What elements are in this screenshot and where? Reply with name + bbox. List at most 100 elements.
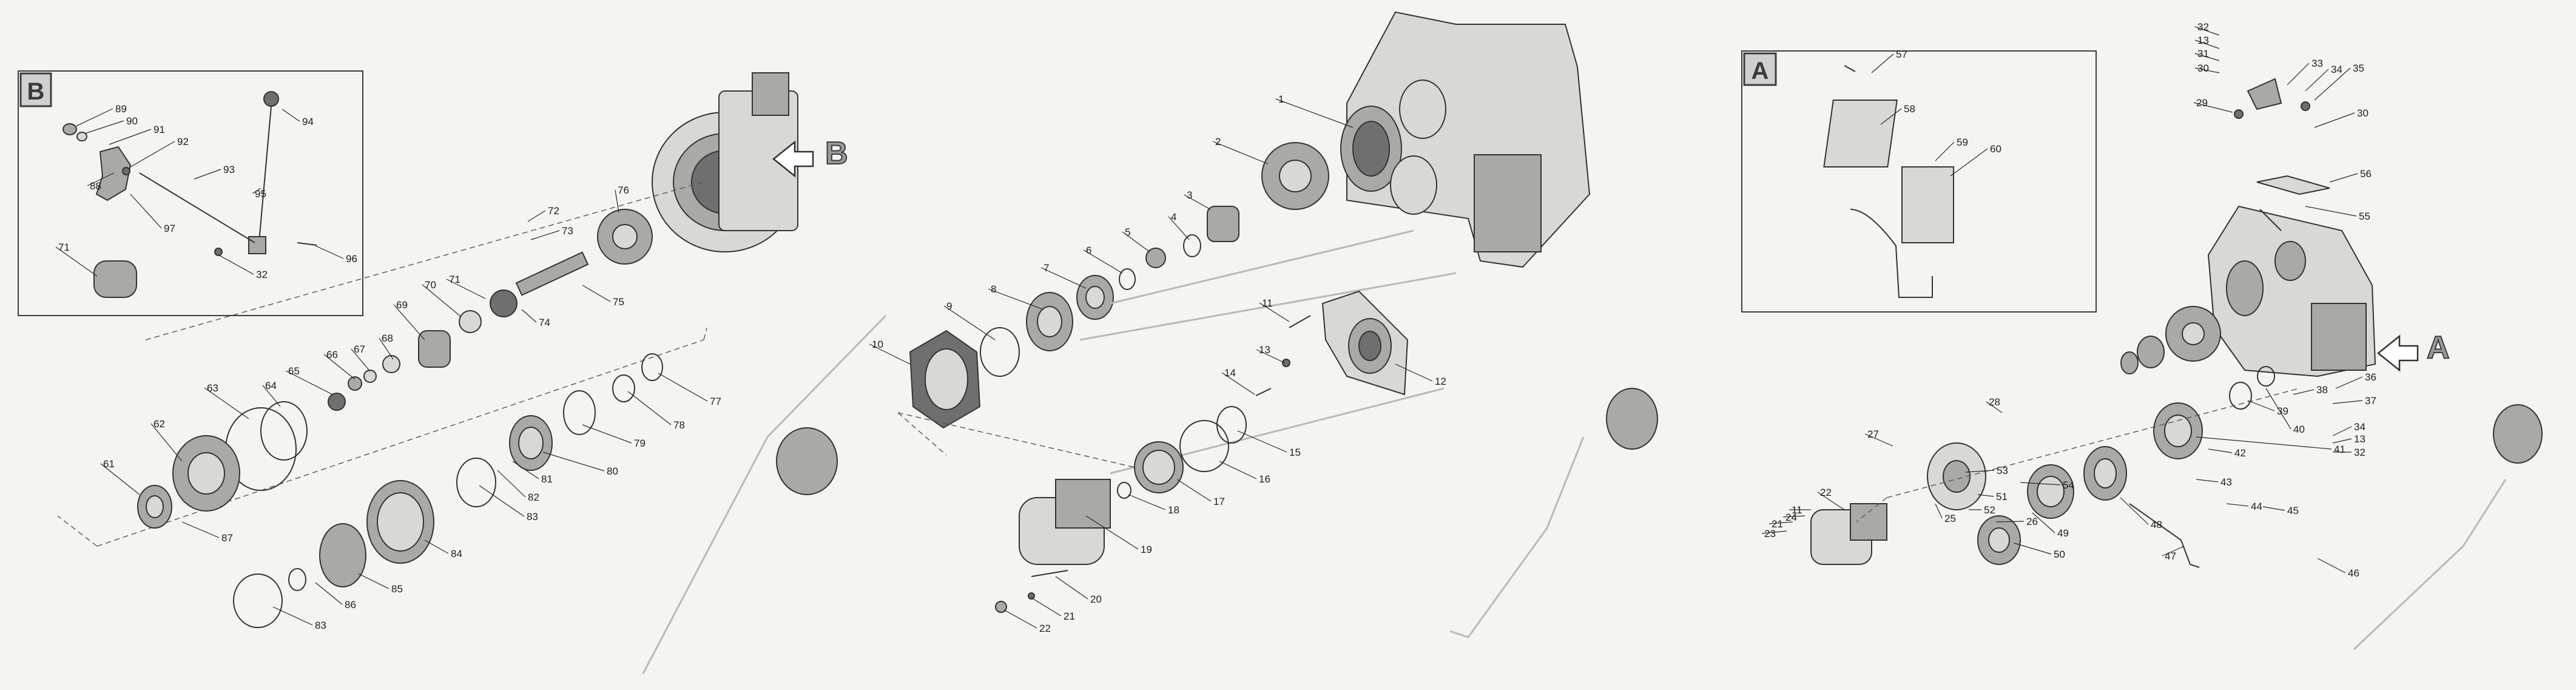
callout-32: 32 [2197, 21, 2209, 33]
ring-86 [288, 568, 306, 591]
callout-leader [1761, 530, 1787, 534]
callout-leader [497, 470, 526, 498]
callout-12: 12 [1435, 376, 1446, 387]
arrow-a-label: A [2427, 330, 2450, 365]
callout-17: 17 [1213, 496, 1225, 507]
callout-79: 79 [634, 438, 646, 449]
callout-50: 50 [2054, 549, 2065, 560]
ring-18 [1117, 482, 1131, 499]
cover-12 [1321, 290, 1409, 396]
callout-16: 16 [1259, 473, 1270, 485]
callout-21: 21 [1772, 518, 1783, 530]
shaft-93 [139, 172, 255, 243]
callout-65: 65 [288, 365, 300, 377]
callout-63: 63 [207, 382, 218, 394]
callout-leader [150, 423, 183, 462]
callout-leader [1237, 430, 1287, 453]
ring-39 [2229, 382, 2252, 410]
inset-b-frame [18, 70, 363, 316]
callout-18: 18 [1168, 504, 1179, 516]
callout-leader [2314, 112, 2355, 128]
right-axis [1856, 388, 2300, 523]
gear-65 [328, 393, 346, 411]
callout-41: 41 [2334, 444, 2345, 455]
washer-66 [348, 376, 362, 391]
callout-leader [315, 582, 343, 605]
callout-leader [218, 254, 254, 275]
callout-25: 25 [1944, 513, 1956, 524]
callout-leader [2293, 389, 2315, 395]
callout-leader [1212, 141, 1269, 164]
callout-leader [84, 120, 124, 134]
callout-94: 94 [302, 116, 314, 127]
callout-leader [2332, 400, 2363, 404]
callout-leader [2317, 558, 2346, 573]
callout-66: 66 [326, 349, 338, 360]
callout-leader [1275, 98, 1354, 128]
callout-leader [943, 305, 996, 340]
callout-69: 69 [396, 299, 408, 311]
callout-85: 85 [391, 583, 403, 595]
callout-leader [2162, 546, 2185, 556]
callout-84: 84 [451, 548, 462, 560]
callout-leader [521, 309, 537, 323]
callout-10: 10 [872, 339, 883, 350]
callout-leader [252, 188, 261, 194]
callout-11: 11 [1792, 504, 1802, 516]
ring-6 [1119, 268, 1136, 290]
callout-leader [1817, 492, 1845, 510]
callout-20: 20 [1090, 594, 1102, 605]
callout-leader [87, 172, 115, 186]
lever-end-95 [248, 236, 266, 254]
callout-91: 91 [153, 124, 165, 135]
callout-leader [2193, 102, 2233, 113]
sleeve-71b [490, 289, 518, 317]
middle-panel [897, 11, 1591, 613]
callout-5: 5 [1125, 226, 1130, 238]
washer-90 [76, 132, 87, 141]
callout-leader [1256, 349, 1286, 364]
callout-71: 71 [58, 242, 70, 253]
motor-19 [1019, 479, 1111, 565]
callout-70: 70 [425, 279, 436, 291]
callout-30: 30 [2197, 63, 2209, 74]
callout-leader [2335, 376, 2363, 389]
callout-leader [2262, 506, 2285, 511]
callout-leader [272, 606, 313, 626]
callout-19: 19 [1141, 544, 1152, 555]
bolt-32 [214, 248, 223, 256]
callout-93: 93 [223, 164, 235, 175]
callout-23: 23 [1764, 528, 1776, 539]
gear-85 [319, 523, 366, 587]
shaft-75 [515, 251, 589, 296]
tube-60 [1850, 209, 1933, 298]
callout-leader [2305, 206, 2357, 217]
ring-89 [62, 123, 77, 135]
callout-64: 64 [265, 380, 277, 391]
oring-16 [1179, 420, 1229, 472]
callout-leader [1935, 503, 1943, 519]
callout-leader [512, 461, 539, 479]
callout-leader [1880, 108, 1902, 125]
oring-15 [1216, 406, 1247, 444]
gearbox-housing-right [2207, 205, 2376, 377]
callout-35: 35 [2353, 63, 2364, 74]
cable-ghost-2 [1449, 436, 1585, 638]
callout-37: 37 [2365, 395, 2376, 407]
snap-ring-9 [980, 327, 1020, 377]
callout-leader [2332, 438, 2352, 444]
callout-74: 74 [539, 317, 550, 328]
bushing-3 [1207, 206, 1239, 242]
callout-56: 56 [2360, 168, 2372, 180]
callout-leader [109, 129, 152, 145]
callout-leader [1768, 521, 1793, 524]
callout-6: 6 [1086, 245, 1091, 256]
callout-leader [530, 230, 560, 240]
callout-leader [2329, 173, 2358, 183]
gasket-56 [2256, 175, 2330, 195]
callout-leader [1122, 231, 1150, 252]
callout-72: 72 [548, 205, 559, 217]
ring-67 [363, 370, 377, 383]
callout-leader [869, 343, 911, 365]
callout-78: 78 [673, 419, 685, 431]
